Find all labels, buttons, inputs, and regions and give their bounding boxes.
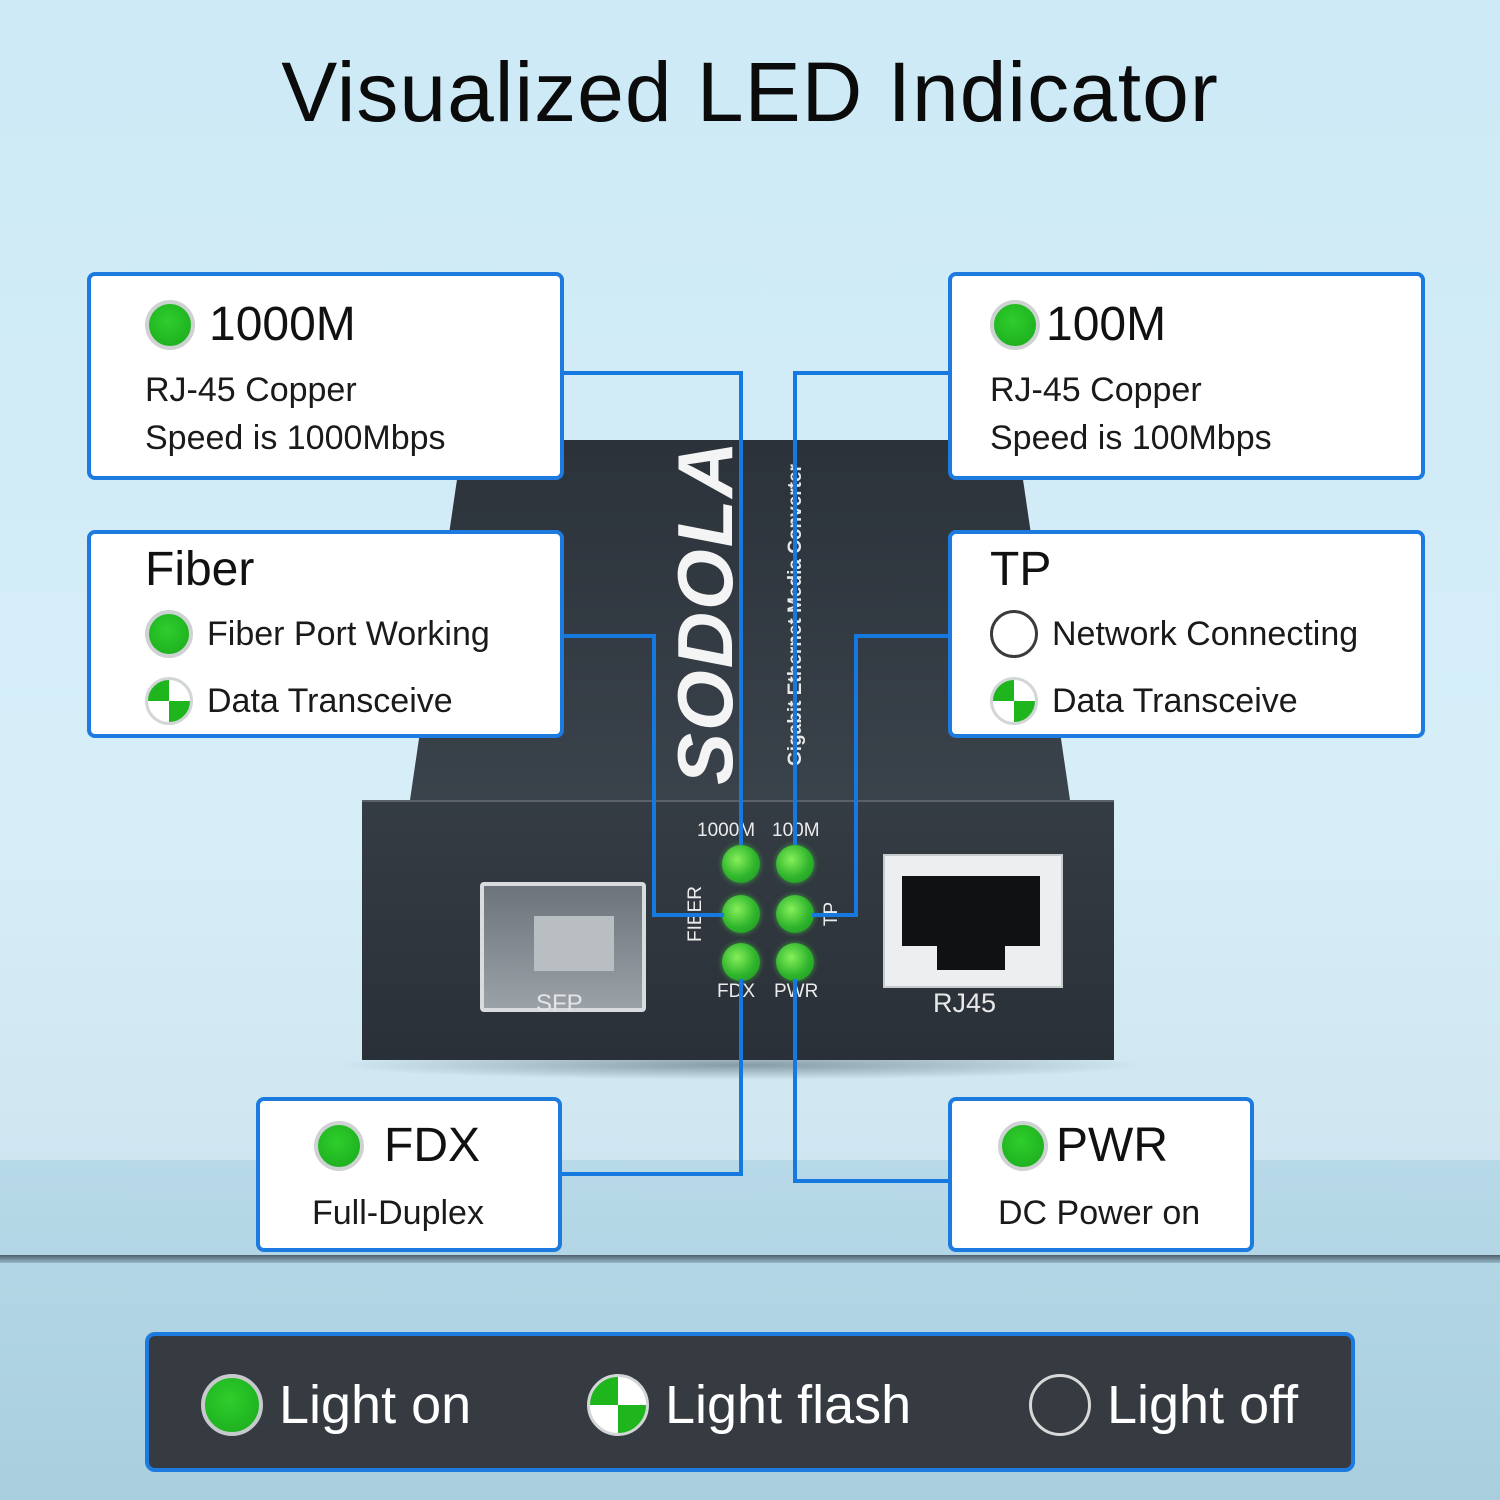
light-flash-icon — [990, 677, 1038, 726]
callout-100m-line1: RJ-45 Copper — [990, 371, 1202, 409]
callout-1000m-header: 1000M — [145, 300, 356, 350]
led-pwr — [776, 943, 814, 981]
led-100m — [776, 845, 814, 883]
connector-1000m-v — [739, 371, 743, 845]
callout-fiber-item-label: Data Transceive — [207, 682, 453, 720]
light-on-icon — [990, 300, 1040, 350]
light-on-icon — [314, 1121, 364, 1171]
rj45-port-label: RJ45 — [933, 988, 997, 1018]
connector-fdx-h — [560, 1172, 743, 1176]
callout-fdx: FDX Full-Duplex — [256, 1097, 562, 1252]
light-flash-icon — [587, 1374, 649, 1436]
connector-fiber-h2 — [652, 913, 724, 917]
callout-tp-item-connecting: Network Connecting — [990, 610, 1359, 659]
light-on-icon — [201, 1374, 263, 1436]
callout-fdx-line1: Full-Duplex — [312, 1194, 484, 1232]
connector-tp-h1 — [854, 634, 950, 638]
connector-pwr-v — [793, 979, 797, 1183]
callout-100m-line2: Speed is 100Mbps — [990, 419, 1272, 457]
callout-100m-header: 100M — [990, 300, 1166, 350]
floor-edge — [0, 1255, 1500, 1263]
led-fdx — [722, 943, 760, 981]
legend-item-flash: Light flash — [587, 1374, 911, 1436]
connector-tp-v — [854, 634, 858, 917]
sfp-port-label: SFP — [536, 990, 583, 1017]
rj45-latch-slot — [937, 944, 1005, 970]
connector-100m-v — [793, 371, 797, 845]
callout-tp-item-label: Data Transceive — [1052, 682, 1298, 720]
sfp-module — [534, 916, 614, 971]
rj45-port — [883, 854, 1063, 988]
light-on-icon — [145, 300, 195, 350]
callout-fdx-title: FDX — [384, 1119, 480, 1172]
legend-label-on: Light on — [279, 1375, 472, 1435]
light-on-icon — [145, 610, 193, 659]
callout-100m: 100M RJ-45 Copper Speed is 100Mbps — [948, 272, 1425, 480]
led-fiber — [722, 895, 760, 933]
callout-fiber-item-label: Fiber Port Working — [207, 615, 490, 653]
callout-fiber: Fiber Fiber Port Working Data Transceive — [87, 530, 564, 738]
callout-pwr-line1: DC Power on — [998, 1194, 1201, 1232]
device-brand-logo: SODOLA — [661, 439, 749, 785]
device-subtitle: Gigabit Ethernet Media Converter — [785, 455, 815, 775]
callout-tp-item-label: Network Connecting — [1052, 615, 1359, 653]
connector-fdx-v — [739, 979, 743, 1176]
callout-fdx-header: FDX — [314, 1121, 480, 1171]
callout-1000m-line1: RJ-45 Copper — [145, 371, 357, 409]
rj45-socket — [902, 876, 1040, 946]
callout-pwr-title: PWR — [1056, 1119, 1168, 1172]
connector-pwr-h — [793, 1179, 950, 1183]
light-on-icon — [998, 1121, 1048, 1171]
callout-tp-item-transceive: Data Transceive — [990, 677, 1298, 726]
connector-fiber-v — [652, 634, 656, 917]
light-off-icon — [990, 610, 1038, 659]
led-label-1000m: 1000M — [697, 820, 756, 841]
callout-1000m-title: 1000M — [209, 298, 356, 351]
connector-fiber-h1 — [562, 634, 656, 638]
callout-pwr-header: PWR — [998, 1121, 1168, 1171]
callout-tp: TP Network Connecting Data Transceive — [948, 530, 1425, 738]
light-off-icon — [1029, 1374, 1091, 1436]
led-tp — [776, 895, 814, 933]
legend-item-off: Light off — [1029, 1374, 1298, 1436]
connector-100m-h — [793, 371, 950, 375]
callout-100m-title: 100M — [1046, 298, 1167, 351]
callout-1000m-line2: Speed is 1000Mbps — [145, 419, 446, 457]
callout-fiber-title: Fiber — [145, 543, 255, 596]
legend-label-off: Light off — [1107, 1375, 1299, 1435]
callout-fiber-item-transceive: Data Transceive — [145, 677, 453, 726]
callout-fiber-item-working: Fiber Port Working — [145, 610, 490, 659]
callout-1000m: 1000M RJ-45 Copper Speed is 1000Mbps — [87, 272, 564, 480]
callout-tp-title: TP — [990, 543, 1052, 596]
connector-1000m-h — [562, 371, 743, 375]
legend-panel: Light on Light flash Light off — [145, 1332, 1355, 1472]
legend-label-flash: Light flash — [665, 1375, 912, 1435]
legend-item-on: Light on — [201, 1374, 471, 1436]
led-label-fdx: FDX — [717, 981, 755, 1002]
callout-pwr: PWR DC Power on — [948, 1097, 1254, 1252]
light-flash-icon — [145, 677, 193, 726]
connector-tp-h2 — [812, 913, 858, 917]
sfp-port — [480, 882, 646, 1012]
led-1000m — [722, 845, 760, 883]
page-title: Visualized LED Indicator — [281, 45, 1219, 139]
